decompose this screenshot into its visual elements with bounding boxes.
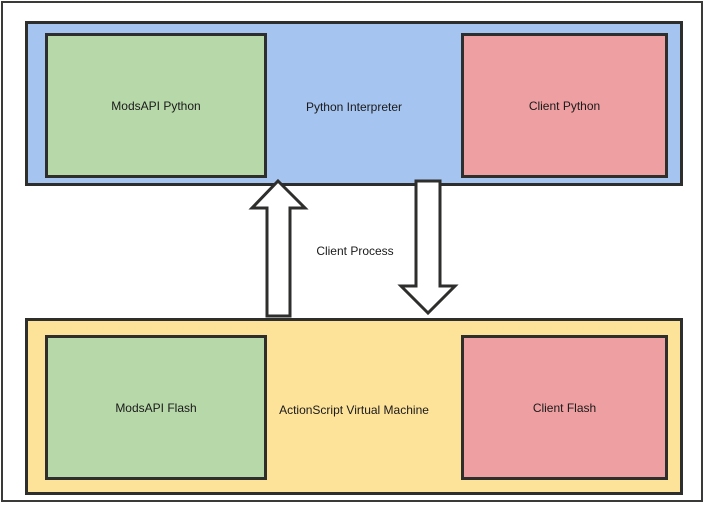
module-modsapi-flash-label: ModsAPI Flash xyxy=(115,400,197,415)
module-client-flash[interactable]: Client Flash xyxy=(461,335,668,480)
lane-actionscript-vm-label: ActionScript Virtual Machine xyxy=(279,403,429,417)
module-client-flash-label: Client Flash xyxy=(532,400,597,415)
lane-python-interpreter-label: Python Interpreter xyxy=(305,100,403,114)
module-modsapi-flash[interactable]: ModsAPI Flash xyxy=(45,335,267,480)
module-modsapi-python-label: ModsAPI Python xyxy=(111,98,201,113)
connector-label: Client Process xyxy=(316,244,394,258)
module-modsapi-python[interactable]: ModsAPI Python xyxy=(45,33,267,178)
lane-actionscript-vm[interactable]: ActionScript Virtual Machine ModsAPI Fla… xyxy=(25,318,683,495)
lane-python-interpreter[interactable]: Python Interpreter ModsAPI Python Client… xyxy=(25,21,683,186)
module-client-python-label: Client Python xyxy=(528,98,601,113)
module-client-python[interactable]: Client Python xyxy=(461,33,668,178)
